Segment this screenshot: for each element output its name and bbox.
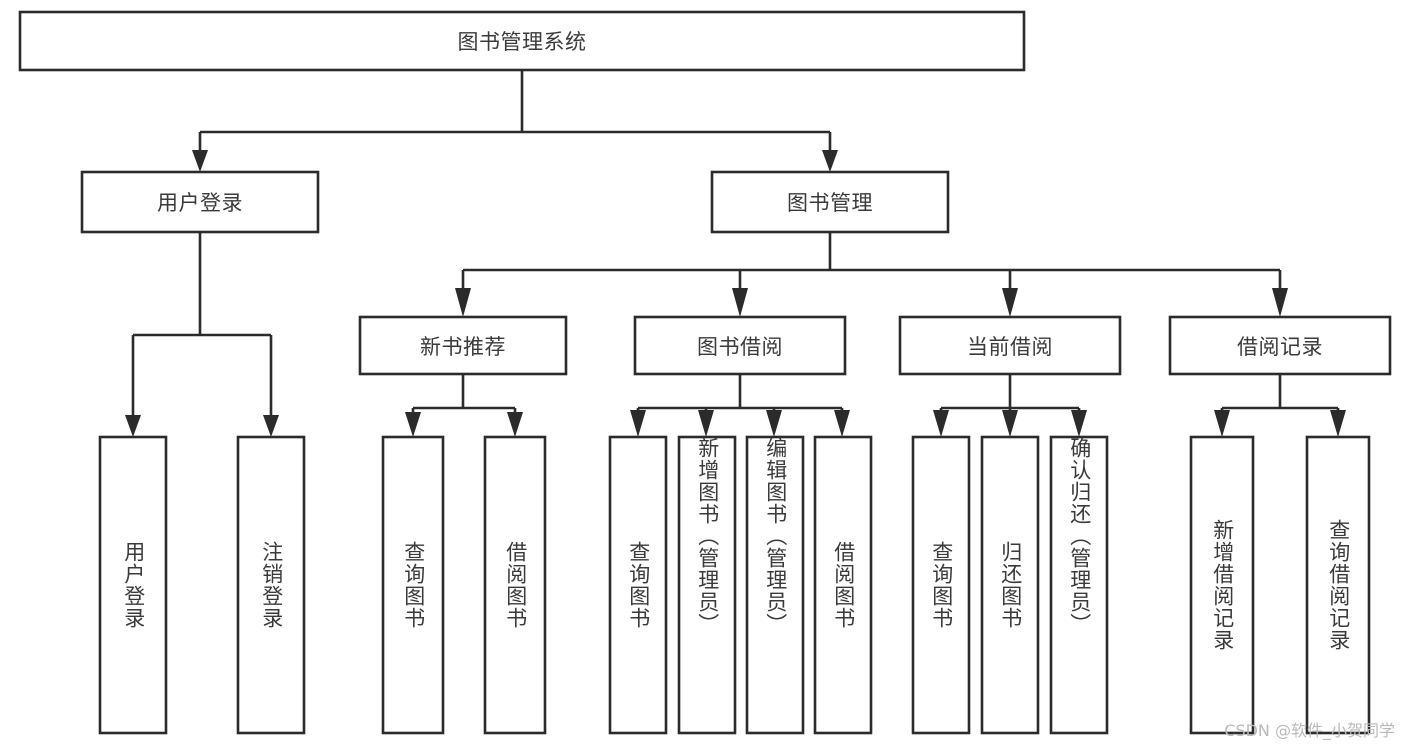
arrow-head-bookborrow-1 — [630, 410, 646, 437]
arrow-head-bookmanage-3 — [1002, 288, 1018, 317]
arrow-head-root-1 — [192, 150, 208, 172]
node-box-leaf-book-borrow-1[interactable] — [677, 435, 737, 735]
arrow-head-borrowrecord-2 — [1330, 410, 1346, 437]
node-box-book-borrow[interactable] — [633, 315, 847, 376]
node-box-borrow-record[interactable] — [1168, 315, 1392, 376]
arrow-head-userlogin-2 — [263, 415, 279, 437]
arrow-head-newbook-2 — [507, 412, 523, 437]
node-box-leaf-book-borrow-3[interactable] — [813, 435, 873, 735]
arrow-head-bookborrow-3 — [766, 410, 782, 437]
node-box-root[interactable] — [18, 10, 1026, 72]
connector-group-user-login — [125, 232, 279, 437]
arrow-head-bookborrow-2 — [698, 410, 714, 437]
arrow-head-bookmanage-4 — [1272, 288, 1288, 317]
arrow-head-currentborrow-2 — [1002, 410, 1018, 437]
node-box-leaf-new-book-1[interactable] — [483, 435, 547, 735]
node-box-leaf-book-borrow-2[interactable] — [745, 435, 805, 735]
arrow-head-currentborrow-3 — [1071, 410, 1087, 437]
connector-group-borrow-record — [1214, 374, 1346, 437]
node-box-leaf-current-borrow-0[interactable] — [911, 435, 971, 735]
arrow-head-borrowrecord-1 — [1214, 410, 1230, 437]
node-box-leaf-borrow-record-0[interactable] — [1189, 435, 1255, 735]
node-box-book-manage[interactable] — [710, 170, 950, 234]
node-box-current-borrow[interactable] — [898, 315, 1122, 376]
arrow-head-currentborrow-1 — [933, 410, 949, 437]
node-box-leaf-borrow-record-1[interactable] — [1305, 435, 1371, 735]
connector-group-root — [192, 70, 838, 172]
connector-group-book-manage — [455, 232, 1288, 317]
connector-group-book-borrow — [630, 374, 850, 437]
node-box-leaf-current-borrow-2[interactable] — [1049, 435, 1109, 735]
arrow-head-bookmanage-1 — [455, 288, 471, 317]
node-box-leaf-current-borrow-1[interactable] — [980, 435, 1040, 735]
node-box-leaf-new-book-0[interactable] — [381, 435, 445, 735]
arrow-head-bookborrow-4 — [834, 410, 850, 437]
arrow-head-bookmanage-2 — [732, 288, 748, 317]
connector-group-current-borrow — [933, 374, 1087, 437]
node-box-leaf-book-borrow-0[interactable] — [608, 435, 668, 735]
arrow-head-newbook-1 — [405, 412, 421, 437]
arrow-head-root-2 — [822, 150, 838, 172]
connector-group-new-book — [405, 374, 523, 437]
node-box-user-login[interactable] — [80, 170, 320, 234]
node-box-leaf-user-login-0[interactable] — [98, 435, 168, 735]
arrow-head-userlogin-1 — [125, 415, 141, 437]
node-box-new-book-recommend[interactable] — [358, 315, 568, 376]
node-box-leaf-user-login-1[interactable] — [236, 435, 306, 735]
